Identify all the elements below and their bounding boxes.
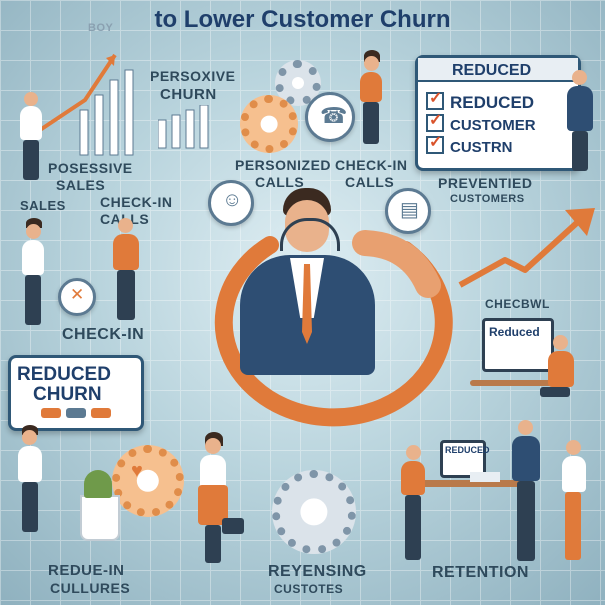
label-retention: RETENTION [432, 564, 529, 581]
label-customers: CUSTOMERS [450, 193, 525, 205]
desk-bottom [420, 480, 530, 487]
label-custotes: CUSTOTES [274, 582, 344, 596]
document-icon: ▤ [385, 188, 431, 234]
board-line-2: CHURN [33, 384, 102, 405]
check-icon [426, 88, 444, 110]
label-check-in-2: CHECK-IN [335, 157, 408, 173]
desk [470, 380, 560, 386]
heart-icon: ♥ [131, 460, 143, 482]
label-sales-small: SALES [20, 198, 66, 213]
reduced-churn-board: REDUCED CHURN [8, 355, 144, 431]
document-icon [470, 472, 500, 482]
check-icon [426, 110, 444, 132]
trend-arrow-icon [458, 208, 595, 288]
gear-icon [112, 445, 184, 517]
monitor-screen: Reduced [482, 318, 554, 372]
checklist-item: CUSTOMER [426, 110, 536, 134]
briefcase-icon [222, 518, 244, 534]
label-churn: CHURN [160, 86, 217, 103]
plant-pot [80, 495, 120, 541]
gear-icon [240, 95, 298, 153]
label-personized: PERSONIZED [235, 157, 332, 173]
phone-icon: ☎ [305, 92, 355, 142]
close-icon: ✕ [58, 278, 96, 316]
monitor-text: Reduced [489, 325, 540, 339]
label-checbwl: CHECBWL [485, 297, 550, 311]
gear-icon [272, 470, 356, 554]
label-sales: SALES [56, 177, 106, 193]
check-icon [426, 132, 444, 154]
checklist-header: REDUCED [452, 62, 532, 79]
bar-chart-graphic [40, 53, 134, 156]
label-check-in: CHECK-IN [100, 194, 173, 210]
monitor-screen-bottom: REDUCED [440, 440, 490, 478]
board-line-1: REDUCED [17, 364, 111, 385]
label-persoxive: PERSOXIVE [150, 68, 236, 84]
label-posessive: POSESSIVE [48, 160, 133, 176]
label-calls-3: CALLS [345, 174, 395, 190]
label-check-in-3: CHECK-IN [62, 326, 145, 343]
faded-label: BOY [88, 22, 114, 34]
plant-icon [84, 470, 112, 498]
checklist-panel: REDUCED REDUCED CUSTOMER CUSTRN [415, 55, 581, 171]
checklist-item: CUSTRN [426, 132, 513, 156]
mini-bars-graphic [158, 105, 209, 149]
label-cullures: CULLURES [50, 580, 131, 596]
user-icon: ☺ [208, 180, 254, 226]
label-calls-2: CALLS [255, 174, 305, 190]
label-reyensing: REYENSING [268, 563, 367, 580]
checklist-item: REDUCED [426, 88, 534, 113]
label-preventied: PREVENTIED [438, 175, 533, 191]
monitor-bottom-text: REDUCED [445, 445, 490, 455]
central-ring-graphic [214, 230, 453, 427]
label-redue-in: REDUE-IN [48, 562, 125, 579]
page-title: to Lower Customer Churn [154, 6, 451, 33]
